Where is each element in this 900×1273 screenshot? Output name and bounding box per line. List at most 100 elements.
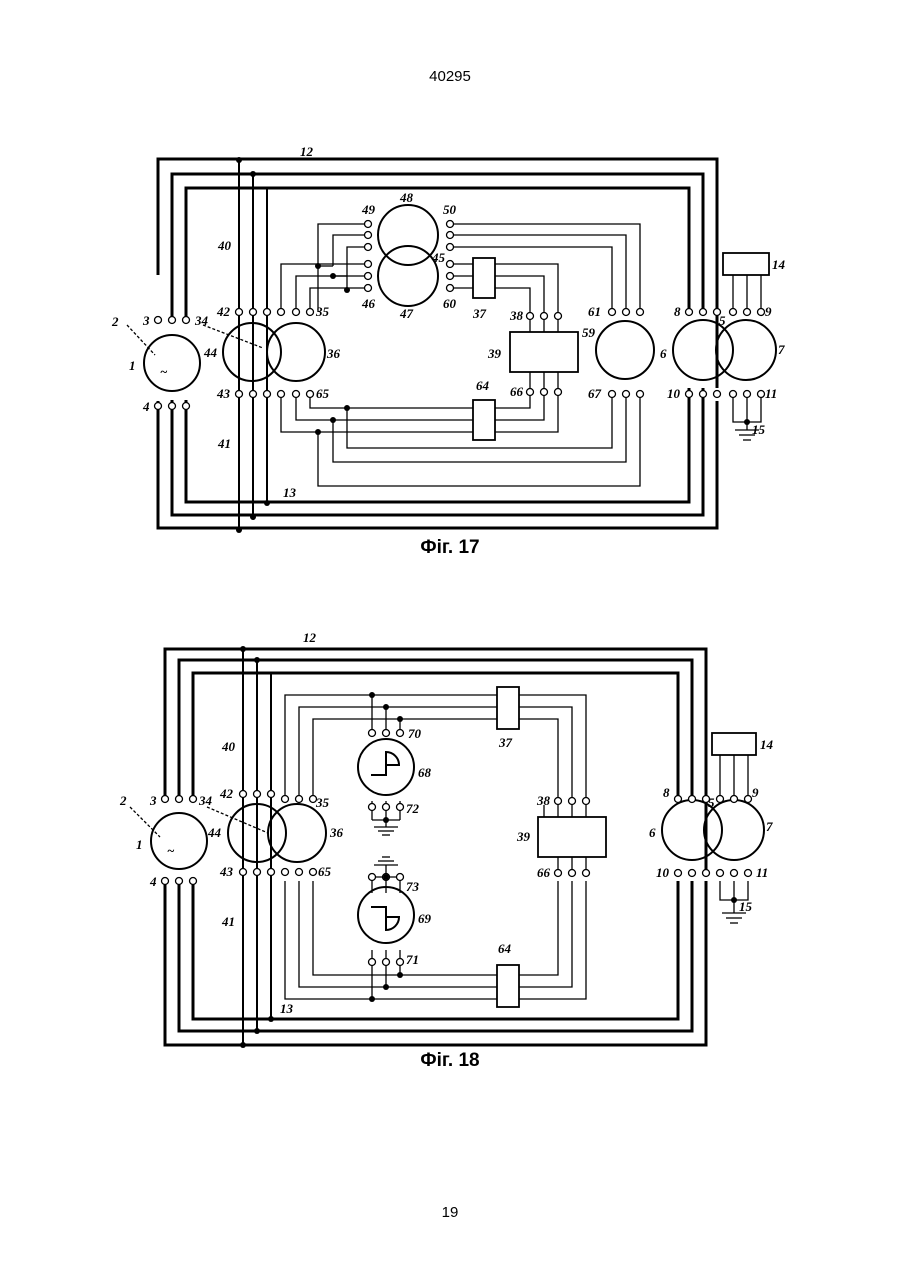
figure-17-caption: Фіг. 17 [0,537,900,559]
document-number: 40295 [0,68,900,85]
figure-18-circuit-diagram: 12 13 40 41 2 3 4 1 ~ 34 44 42 43 35 65 … [0,615,900,1075]
label-3: 3 [142,313,150,328]
machine-36 [268,804,326,862]
label-43: 43 [219,864,234,879]
label-40: 40 [217,238,232,253]
label-64: 64 [498,941,512,956]
machine-36 [267,323,325,381]
generator-1 [144,335,200,391]
label-42: 42 [219,786,234,801]
label-35: 35 [315,795,330,810]
label-7: 7 [778,342,785,357]
label-73: 73 [406,879,420,894]
label-69: 69 [418,911,432,926]
label-36: 36 [326,346,341,361]
label-4: 4 [149,874,157,889]
block-37 [473,258,495,298]
label-45: 45 [431,250,446,265]
labels-fig18: 12 13 40 41 2 3 4 1 ~ 34 44 42 43 35 65 … [119,630,774,1016]
label-8: 8 [663,785,670,800]
label-9: 9 [765,304,772,319]
label-36: 36 [329,825,344,840]
label-66: 66 [510,384,524,399]
label-72: 72 [406,801,420,816]
machine-61 [596,321,654,379]
label-10: 10 [656,865,670,880]
label-66: 66 [537,865,551,880]
label-44: 44 [203,345,218,360]
label-5: 5 [708,795,715,810]
label-12: 12 [303,630,317,645]
label-38: 38 [509,308,524,323]
label-9: 9 [752,785,759,800]
figure-18-caption: Фіг. 18 [0,1050,900,1072]
label-10: 10 [667,386,681,401]
label-59: 59 [582,325,596,340]
generator-tilde-symbol: ~ [160,364,168,379]
label-61: 61 [588,304,601,319]
labels-fig17: 12 13 40 41 2 3 4 1 ~ 34 44 42 43 35 65 … [111,144,786,500]
label-11: 11 [756,865,768,880]
label-11: 11 [765,386,777,401]
generator-tilde-symbol: ~ [167,843,175,858]
label-49: 49 [361,202,376,217]
machine-7 [716,320,776,380]
label-4: 4 [142,399,150,414]
label-65: 65 [318,864,332,879]
label-37: 37 [498,735,513,750]
label-41: 41 [217,436,231,451]
label-43: 43 [216,386,231,401]
label-14: 14 [760,737,774,752]
figure-17-circuit-diagram: 12 13 40 41 2 3 4 1 ~ 34 44 42 43 35 65 … [0,130,900,590]
label-38: 38 [536,793,551,808]
label-50: 50 [443,202,457,217]
wiring-fig18 [130,649,764,1046]
label-15: 15 [739,899,753,914]
block-39 [538,817,606,857]
label-37: 37 [472,306,487,321]
label-13: 13 [283,485,297,500]
label-2: 2 [119,793,127,808]
label-8: 8 [674,304,681,319]
label-70: 70 [408,726,422,741]
label-3: 3 [149,793,157,808]
label-41: 41 [221,914,235,929]
label-67: 67 [588,386,602,401]
load-14 [723,253,769,275]
label-2: 2 [111,314,119,329]
label-44: 44 [207,825,222,840]
label-46: 46 [361,296,376,311]
label-13: 13 [280,1001,294,1016]
label-1: 1 [136,837,143,852]
label-40: 40 [221,739,236,754]
label-34: 34 [194,313,209,328]
load-14 [712,733,756,755]
label-39: 39 [516,829,531,844]
label-6: 6 [660,346,667,361]
label-68: 68 [418,765,432,780]
label-60: 60 [443,296,457,311]
terminals-fig18 [162,730,752,966]
label-39: 39 [487,346,502,361]
label-35: 35 [315,304,330,319]
block-64 [497,965,519,1007]
generator-1 [151,813,207,869]
block-64 [473,400,495,440]
junctions-fig18 [240,646,737,1048]
label-12: 12 [300,144,314,159]
label-1: 1 [129,358,136,373]
label-64: 64 [476,378,490,393]
label-48: 48 [399,190,414,205]
label-15: 15 [752,422,766,437]
machine-47 [378,246,438,306]
label-34: 34 [198,793,213,808]
label-5: 5 [719,313,726,328]
label-6: 6 [649,825,656,840]
label-47: 47 [399,306,414,321]
label-7: 7 [766,819,773,834]
label-71: 71 [406,952,419,967]
label-14: 14 [772,257,786,272]
block-37 [497,687,519,729]
page-number: 19 [0,1204,900,1221]
block-39 [510,332,578,372]
